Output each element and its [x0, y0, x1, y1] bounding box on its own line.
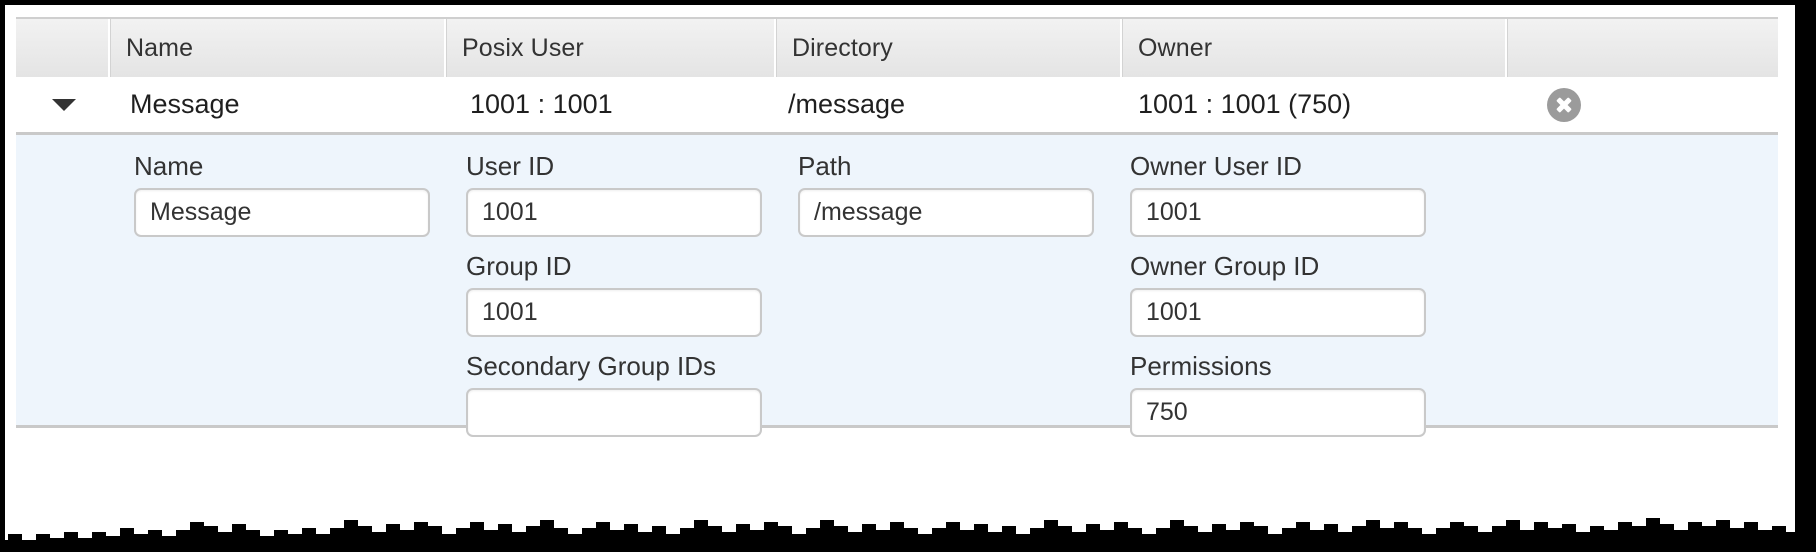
- owner-user-id-input[interactable]: [1130, 188, 1426, 237]
- permissions-input[interactable]: [1130, 388, 1426, 437]
- name-input[interactable]: [134, 188, 430, 237]
- field-path: Path: [798, 147, 1094, 237]
- field-label-secondary-group-ids: Secondary Group IDs: [466, 351, 717, 381]
- frame-edge-left: [0, 0, 5, 552]
- frame-edge-top: [0, 0, 1816, 5]
- detail-column-owner: Owner User ID Owner Group ID Permissions: [1130, 147, 1426, 447]
- table-row[interactable]: Message 1001 : 1001 /message 1001 : 1001…: [16, 77, 1778, 132]
- frame-edge-right: [1795, 0, 1816, 552]
- field-name: Name: [134, 147, 434, 237]
- posix-directories-table: Name Posix User Directory Owner Message …: [16, 17, 1778, 437]
- field-user-id: User ID: [466, 147, 762, 237]
- detail-column-posix: User ID Group ID Secondary Group IDs: [466, 147, 762, 447]
- column-header-actions: [1507, 19, 1778, 77]
- field-secondary-group-ids: Secondary Group IDs: [466, 347, 762, 437]
- path-input[interactable]: [798, 188, 1094, 237]
- caret-down-icon[interactable]: [52, 98, 76, 111]
- user-id-input[interactable]: [466, 188, 762, 237]
- cell-posix-user: 1001 : 1001: [470, 89, 613, 119]
- column-header-posix-user[interactable]: Posix User: [446, 19, 776, 77]
- column-header-name[interactable]: Name: [110, 19, 446, 77]
- field-owner-group-id: Owner Group ID: [1130, 247, 1426, 337]
- field-label-owner-user-id: Owner User ID: [1130, 151, 1302, 181]
- cell-actions: [1507, 77, 1778, 132]
- delete-circle-x-icon[interactable]: [1547, 87, 1581, 122]
- secondary-group-ids-input[interactable]: [466, 388, 762, 437]
- field-label-group-id: Group ID: [466, 251, 572, 281]
- cell-name: Message: [130, 89, 240, 119]
- row-detail-panel: Name User ID Group ID Secondary Group ID…: [16, 132, 1778, 437]
- field-label-name: Name: [134, 151, 204, 181]
- field-label-owner-group-id: Owner Group ID: [1130, 251, 1320, 281]
- field-label-user-id: User ID: [466, 151, 555, 181]
- column-header-toggle[interactable]: [16, 19, 110, 77]
- cell-directory: /message: [788, 89, 906, 119]
- cell-owner: 1001 : 1001 (750): [1138, 89, 1352, 119]
- detail-column-name: Name: [134, 147, 434, 247]
- owner-group-id-input[interactable]: [1130, 288, 1426, 337]
- column-header-directory[interactable]: Directory: [776, 19, 1122, 77]
- field-owner-user-id: Owner User ID: [1130, 147, 1426, 237]
- detail-column-path: Path: [798, 147, 1094, 247]
- column-header-owner[interactable]: Owner: [1122, 19, 1507, 77]
- field-label-path: Path: [798, 151, 852, 181]
- field-label-permissions: Permissions: [1130, 351, 1272, 381]
- field-group-id: Group ID: [466, 247, 762, 337]
- table-header-row: Name Posix User Directory Owner: [16, 17, 1778, 77]
- torn-bottom-edge: [0, 492, 1816, 552]
- row-expand-cell[interactable]: [16, 77, 110, 132]
- field-permissions: Permissions: [1130, 347, 1426, 437]
- group-id-input[interactable]: [466, 288, 762, 337]
